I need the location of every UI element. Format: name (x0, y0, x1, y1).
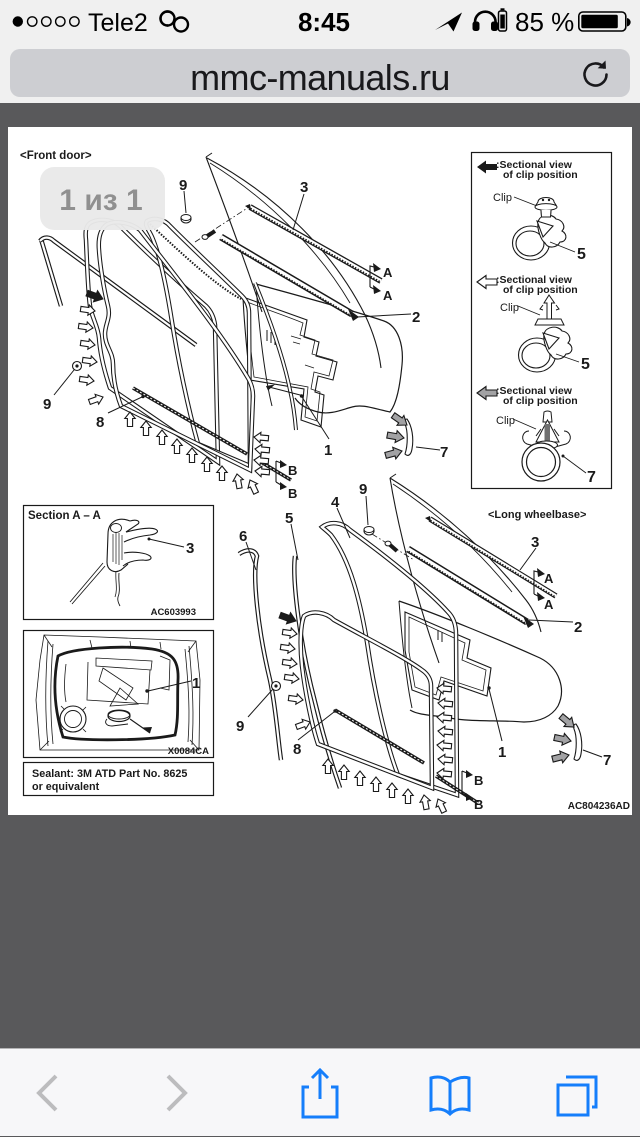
svg-text:Clip: Clip (493, 192, 512, 204)
svg-text:AC804236AD: AC804236AD (568, 801, 630, 812)
svg-text:7: 7 (440, 444, 448, 461)
svg-text:Clip: Clip (496, 415, 515, 427)
svg-text:1: 1 (192, 675, 200, 692)
svg-text::Sectional view: :Sectional view (496, 274, 573, 286)
svg-text:9: 9 (359, 481, 367, 498)
svg-text:A: A (544, 571, 554, 586)
svg-text:Tele2: Tele2 (88, 9, 148, 37)
svg-text:of clip position: of clip position (503, 395, 578, 407)
svg-text:A: A (383, 265, 393, 280)
svg-text:B: B (474, 797, 483, 812)
svg-text:of clip position: of clip position (503, 169, 578, 181)
svg-text:85 %: 85 % (515, 7, 574, 37)
svg-text:B: B (474, 773, 483, 788)
svg-text:6: 6 (239, 528, 247, 545)
svg-text:1: 1 (498, 744, 506, 761)
svg-text:Section A – A: Section A – A (28, 510, 101, 522)
svg-text:<Long wheelbase>: <Long wheelbase> (488, 509, 586, 521)
svg-text:5: 5 (285, 510, 293, 527)
svg-text:<Front door>: <Front door> (20, 150, 92, 162)
svg-text:7: 7 (587, 469, 596, 486)
svg-text:A: A (544, 597, 554, 612)
svg-text::Sectional view: :Sectional view (496, 159, 573, 171)
svg-text:A: A (383, 288, 393, 303)
svg-text:7: 7 (603, 752, 611, 769)
svg-text:1: 1 (324, 442, 332, 459)
svg-text:Sealant: 3M ATD Part No. 8625: Sealant: 3M ATD Part No. 8625 (32, 768, 187, 780)
svg-text:9: 9 (43, 396, 51, 413)
svg-text:3: 3 (531, 534, 539, 551)
svg-text:5: 5 (577, 246, 586, 263)
svg-text:of clip position: of clip position (503, 284, 578, 296)
svg-text:B: B (288, 486, 297, 501)
svg-text:9: 9 (236, 718, 244, 735)
svg-text:8: 8 (293, 741, 301, 758)
svg-text:1 из 1: 1 из 1 (59, 184, 142, 217)
svg-text:3: 3 (300, 179, 308, 196)
svg-text:2: 2 (412, 309, 420, 326)
svg-text:4: 4 (331, 494, 340, 511)
svg-text::Sectional view: :Sectional view (496, 385, 573, 397)
svg-text:5: 5 (581, 356, 590, 373)
svg-text:8:45: 8:45 (298, 7, 350, 37)
svg-text:AC603993: AC603993 (151, 607, 196, 618)
svg-text:or equivalent: or equivalent (32, 781, 100, 793)
svg-text:X0084CA: X0084CA (168, 746, 209, 757)
svg-text:8: 8 (96, 414, 104, 431)
svg-text:B: B (288, 463, 297, 478)
svg-text:2: 2 (574, 619, 582, 636)
svg-text:Clip: Clip (500, 302, 519, 314)
svg-text:9: 9 (179, 177, 187, 194)
svg-text:3: 3 (186, 540, 194, 557)
